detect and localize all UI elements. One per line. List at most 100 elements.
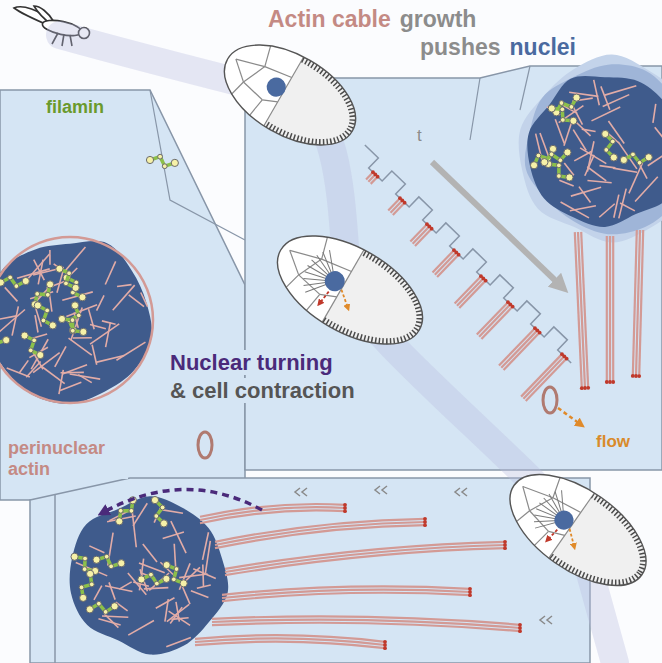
illustration-part — [556, 163, 561, 168]
cable-end-dot — [518, 629, 522, 633]
cable-end-dot — [479, 274, 483, 278]
illustration-part — [146, 156, 153, 163]
illustration-part — [86, 606, 93, 613]
actin-filament — [608, 121, 624, 144]
actin-filament — [174, 544, 175, 568]
illustration-part — [58, 315, 65, 322]
illustration-part — [32, 338, 37, 343]
illustration-part — [564, 149, 571, 156]
actin-filament — [144, 588, 168, 589]
illustration-part — [70, 328, 75, 333]
illustration-part — [263, 74, 289, 100]
actin-filament — [128, 621, 154, 636]
illustration-part — [22, 277, 29, 284]
cable-end-dot — [371, 170, 375, 174]
illustration-part — [154, 514, 159, 519]
egg-chamber — [491, 452, 662, 611]
label-text: pushes — [418, 34, 503, 60]
illustration-part — [8, 275, 13, 280]
illustration-part — [536, 153, 541, 158]
illustration-part — [37, 351, 44, 358]
actin-cable — [581, 232, 588, 388]
actin-filament — [635, 177, 658, 202]
actin-filament — [7, 368, 30, 377]
illustration-part — [541, 159, 548, 166]
illustration-part — [149, 572, 154, 577]
illustration-part — [3, 337, 10, 344]
illustration-part — [160, 520, 167, 527]
illustration-part — [322, 250, 436, 363]
filamin-symbol — [553, 94, 580, 116]
actin-filament — [143, 544, 157, 562]
ring-canal — [543, 387, 557, 413]
egg-chamber — [208, 24, 379, 169]
actin-cable — [195, 642, 385, 649]
illustration-part — [549, 493, 595, 559]
illustration-part — [154, 581, 159, 586]
illustration-part — [267, 218, 448, 371]
illustration-part — [96, 601, 101, 606]
illustration-part — [171, 577, 176, 582]
left-nucleus-group — [0, 154, 212, 458]
actin-filament — [47, 281, 65, 288]
illustration-part — [79, 585, 84, 590]
contraction-chevron — [295, 488, 300, 496]
actin-filament — [570, 206, 596, 211]
illustration-part — [0, 279, 4, 286]
filamin-symbol — [541, 149, 571, 166]
illustration-part — [573, 94, 580, 101]
illustration-part — [71, 553, 78, 560]
actin-filament — [102, 321, 116, 324]
illustration-part — [560, 107, 565, 112]
filamin-symbol — [67, 302, 81, 334]
actin-cable — [225, 548, 505, 575]
label-text: growth — [398, 6, 479, 32]
turning-arrow — [104, 489, 262, 512]
actin-filament — [601, 86, 610, 109]
actin-filament — [19, 360, 28, 372]
illustration-part — [208, 24, 373, 165]
cable-end-dot — [468, 593, 472, 597]
contraction-chevron — [455, 488, 460, 496]
illustration-part — [491, 452, 662, 607]
actin-filament — [5, 287, 18, 301]
actin-cable — [410, 224, 427, 241]
illustration-part — [41, 318, 46, 323]
actin-filament — [60, 382, 81, 390]
illustration-part — [162, 164, 167, 169]
contraction-chevron — [302, 488, 307, 496]
actin-filament — [599, 204, 614, 218]
filamin-symbol — [138, 572, 170, 586]
actin-cable — [526, 359, 567, 401]
illustration-part — [21, 332, 28, 339]
actin-filament — [61, 372, 84, 374]
cable-end-dot — [452, 248, 456, 252]
filamin-symbol — [71, 553, 99, 574]
contraction-chevron — [382, 486, 387, 494]
illustration-part — [335, 290, 353, 308]
actin-filament — [54, 264, 71, 276]
actin-filament — [97, 295, 104, 310]
contraction-chevron — [462, 488, 467, 496]
actin-filament — [73, 337, 92, 339]
time-arrow — [432, 162, 560, 285]
illustration-part — [514, 486, 539, 510]
actin-filament — [202, 564, 204, 587]
actin-filament — [653, 104, 656, 123]
illustration-part — [14, 284, 19, 289]
actin-cable — [481, 307, 512, 339]
actin-filament — [165, 599, 168, 622]
actin-cable — [501, 330, 537, 367]
actin-filament — [94, 586, 102, 600]
bottom-cell-panel — [30, 478, 590, 663]
actin-filament — [618, 142, 637, 169]
actin-filament — [591, 107, 620, 121]
illustration-part — [320, 291, 329, 304]
filamin-symbol — [34, 302, 56, 329]
illustration-part — [549, 152, 554, 157]
filamin-symbol — [163, 561, 187, 587]
label-text: t — [415, 126, 424, 146]
illustration-part — [87, 570, 94, 577]
illustration-part — [549, 145, 556, 152]
